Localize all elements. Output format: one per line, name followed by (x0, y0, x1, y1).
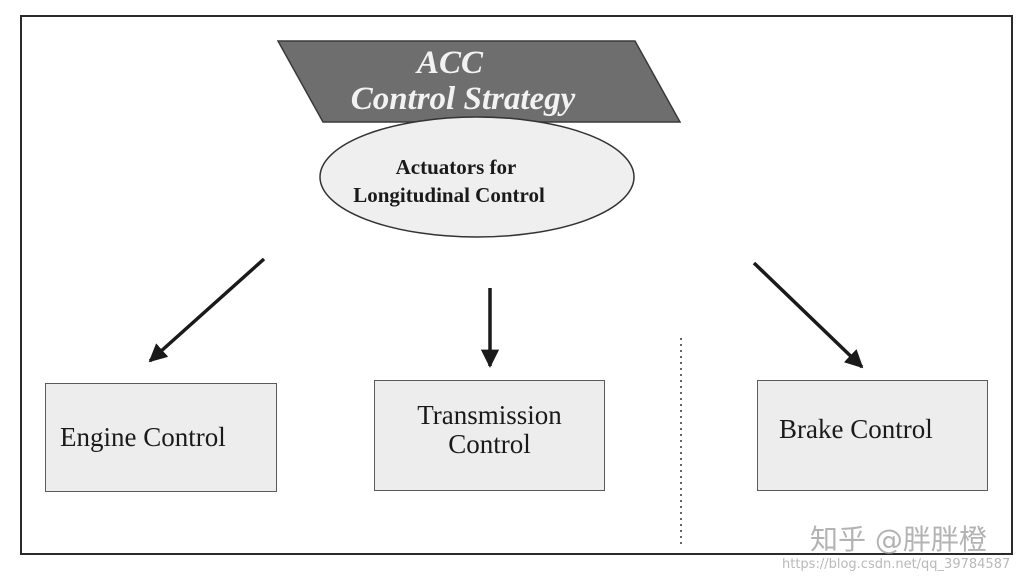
zhihu-watermark: 知乎 @胖胖橙 (810, 523, 987, 556)
brake-control-box: Brake Control (757, 380, 988, 491)
arrow-to-engine (148, 257, 266, 363)
transmission-label-line2: Control (448, 428, 531, 459)
strategy-title-line2: Control Strategy (351, 81, 576, 117)
strategy-title-line1: ACC (415, 45, 484, 81)
actuators-line2: Longitudinal Control (353, 183, 545, 207)
diagram-frame (20, 15, 1013, 555)
arrow-to-brake (752, 261, 864, 369)
transmission-control-box: Transmission Control (374, 380, 605, 491)
url-watermark: https://blog.csdn.net/qq_39784587 (782, 557, 1011, 572)
strategy-parallelogram (276, 40, 682, 123)
transmission-label-line1: Transmission (417, 399, 562, 430)
engine-control-label: Engine Control (60, 422, 226, 453)
engine-control-box: Engine Control (45, 383, 277, 492)
actuators-ellipse (319, 116, 635, 238)
actuators-line1: Actuators for (396, 155, 517, 179)
brake-control-label: Brake Control (779, 414, 933, 445)
